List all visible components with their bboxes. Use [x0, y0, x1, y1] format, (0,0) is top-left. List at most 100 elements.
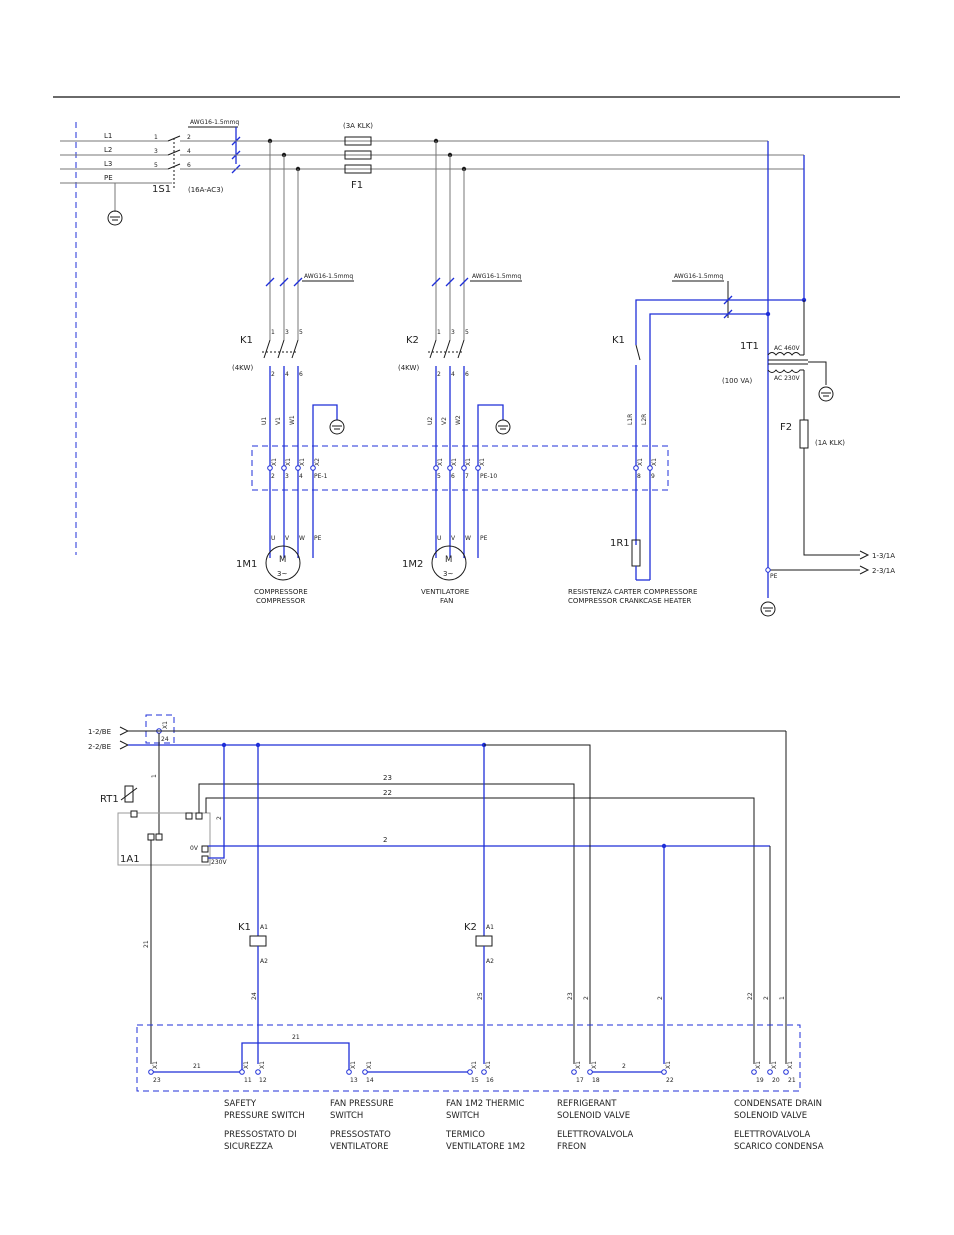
- svg-text:X1: X1: [637, 458, 644, 466]
- svg-text:V: V: [451, 535, 456, 542]
- svg-text:VENTILATORE 1M2: VENTILATORE 1M2: [446, 1142, 525, 1152]
- svg-text:5: 5: [465, 329, 469, 336]
- controller-tag: 1A1: [120, 854, 140, 865]
- svg-text:FAN 1M2 THERMIC: FAN 1M2 THERMIC: [446, 1099, 525, 1109]
- svg-text:A2: A2: [260, 958, 268, 965]
- input-ref-1: 1-2/BE: [88, 728, 111, 736]
- svg-text:2: 2: [622, 1063, 626, 1070]
- contactor-k1: [262, 339, 299, 359]
- svg-text:A1: A1: [260, 924, 268, 931]
- svg-text:U2: U2: [427, 417, 434, 425]
- ground-icon: [818, 386, 834, 402]
- terminal-block-control: [136, 1024, 801, 1092]
- cable-label-aux: AWG16-1.5mmq: [674, 273, 723, 280]
- svg-text:PRESSOSTATO DI: PRESSOSTATO DI: [224, 1130, 297, 1140]
- svg-text:X1: X1: [437, 458, 444, 466]
- svg-text:3: 3: [154, 148, 158, 155]
- svg-text:X1: X1: [285, 458, 292, 466]
- svg-text:X1: X1: [299, 458, 306, 466]
- svg-text:SOLENOID VALVE: SOLENOID VALVE: [734, 1111, 807, 1121]
- motor-1m1: M 3~: [265, 545, 301, 581]
- svg-text:FAN PRESSURE: FAN PRESSURE: [330, 1099, 394, 1109]
- fuse-f2: [799, 419, 809, 449]
- svg-text:15: 15: [471, 1077, 479, 1084]
- svg-text:ELETTROVALVOLA: ELETTROVALVOLA: [557, 1130, 633, 1140]
- coil-k2: [475, 935, 493, 947]
- svg-text:6: 6: [451, 473, 455, 480]
- line-label-l1: L1: [104, 132, 112, 140]
- svg-text:3~: 3~: [443, 570, 453, 578]
- svg-text:ELETTROVALVOLA: ELETTROVALVOLA: [734, 1130, 810, 1140]
- svg-text:21: 21: [143, 940, 150, 948]
- terminal-row-control: [148, 1069, 789, 1075]
- svg-text:17: 17: [576, 1077, 584, 1084]
- transformer-power: (100 VA): [722, 377, 752, 385]
- svg-text:9: 9: [651, 473, 655, 480]
- svg-text:PRESSURE SWITCH: PRESSURE SWITCH: [224, 1111, 305, 1121]
- svg-text:PE: PE: [314, 535, 322, 542]
- motor1-label-it: COMPRESSORE: [254, 588, 308, 596]
- svg-text:X1: X1: [485, 1061, 492, 1069]
- svg-text:1: 1: [151, 774, 158, 778]
- fuse2-tag: F2: [780, 422, 792, 433]
- device-label-safety-pressure-switch: SAFETY PRESSURE SWITCH PRESSOSTATO DI SI…: [224, 1099, 305, 1152]
- coil-k1-tag: K1: [238, 922, 251, 933]
- svg-text:W1: W1: [289, 415, 296, 425]
- svg-text:X1: X1: [651, 458, 658, 466]
- device-label-condensate-drain-valve: CONDENSATE DRAIN SOLENOID VALVE ELETTROV…: [734, 1099, 824, 1152]
- heater-tag: 1R1: [610, 538, 630, 549]
- fuse2-rating: (1A KLK): [815, 439, 845, 447]
- output-ref-1: 1-3/1A: [872, 552, 895, 560]
- svg-text:19: 19: [756, 1077, 764, 1084]
- svg-text:6: 6: [465, 371, 469, 378]
- terminal-row-power: [267, 465, 653, 471]
- svg-text:X1: X1: [259, 1061, 266, 1069]
- device-label-fan-pressure-switch: FAN PRESSURE SWITCH PRESSOSTATO VENTILAT…: [330, 1099, 394, 1152]
- k2-power: (4KW): [398, 364, 419, 372]
- k1-tag: K1: [240, 335, 253, 346]
- device-label-refrigerant-valve: REFRIGERANT SOLENOID VALVE ELETTROVALVOL…: [557, 1099, 633, 1152]
- k2-tag: K2: [406, 335, 419, 346]
- svg-text:23: 23: [383, 774, 392, 782]
- svg-text:X1: X1: [591, 1061, 598, 1069]
- svg-text:PE: PE: [480, 535, 488, 542]
- svg-text:V1: V1: [275, 417, 282, 425]
- svg-text:X1: X1: [771, 1061, 778, 1069]
- svg-text:4: 4: [285, 371, 289, 378]
- svg-text:A1: A1: [486, 924, 494, 931]
- main-switch-1s1: [167, 135, 181, 188]
- fuse-tag: F1: [351, 180, 363, 191]
- svg-text:21: 21: [193, 1063, 201, 1070]
- svg-text:13: 13: [350, 1077, 358, 1084]
- svg-text:2: 2: [437, 371, 441, 378]
- svg-text:PE-10: PE-10: [480, 473, 497, 480]
- svg-text:M: M: [279, 555, 286, 565]
- switch-tag: 1S1: [152, 184, 171, 195]
- svg-text:A2: A2: [486, 958, 494, 965]
- switch-rating: (16A-AC3): [188, 186, 224, 194]
- svg-text:2: 2: [383, 836, 387, 844]
- svg-text:X1: X1: [665, 1061, 672, 1069]
- svg-text:SCARICO CONDENSA: SCARICO CONDENSA: [734, 1142, 824, 1152]
- svg-text:22: 22: [383, 789, 392, 797]
- line-label-pe: PE: [104, 174, 113, 182]
- cable-label-k1: AWG16-1.5mmq: [304, 273, 353, 280]
- svg-text:11: 11: [244, 1077, 252, 1084]
- heater-label-en: COMPRESSOR CRANKCASE HEATER: [568, 597, 692, 605]
- input-ref-2: 2-2/BE: [88, 743, 111, 751]
- motor2-tag: 1M2: [402, 559, 423, 570]
- svg-text:X1: X1: [162, 721, 169, 729]
- svg-text:X1: X1: [271, 458, 278, 466]
- svg-text:23: 23: [567, 992, 574, 1000]
- svg-text:4: 4: [187, 148, 191, 155]
- svg-text:25: 25: [477, 992, 484, 1000]
- svg-text:5: 5: [154, 162, 158, 169]
- svg-text:REFRIGERANT: REFRIGERANT: [557, 1099, 617, 1109]
- controller-230v: 230V: [211, 859, 227, 866]
- svg-text:TERMICO: TERMICO: [445, 1130, 485, 1140]
- transformer-tag: 1T1: [740, 341, 759, 352]
- svg-text:2: 2: [657, 996, 664, 1000]
- svg-text:L1R: L1R: [627, 414, 634, 425]
- svg-text:W: W: [299, 535, 305, 542]
